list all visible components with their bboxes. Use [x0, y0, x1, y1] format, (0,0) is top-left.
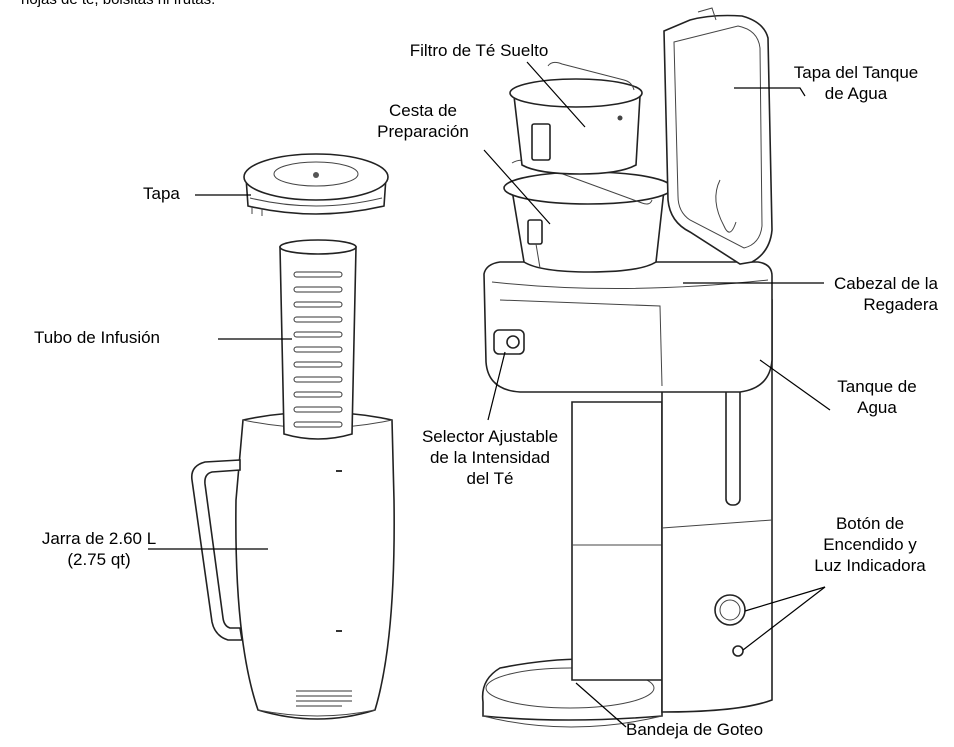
top-note: hojas de té, bolsitas ni frutas. — [21, 0, 215, 8]
label-tanque: Tanque de Agua — [837, 377, 917, 417]
tube-slot — [293, 271, 343, 278]
label-boton: Botón de Encendido y Luz Indicadora — [814, 514, 926, 575]
label-jarra: Jarra de 2.60 L (2.75 qt) — [41, 529, 157, 569]
tea-maker-illustration — [481, 261, 773, 728]
label-tubo: Tubo de Infusión — [34, 328, 161, 347]
tube-slot — [293, 346, 343, 353]
tube-slot — [293, 316, 343, 323]
label-selector: Selector Ajustable de la Intensidad del … — [421, 427, 559, 488]
tube-slot — [293, 406, 343, 413]
brew-basket-illustration — [503, 159, 673, 273]
label-cesta: Cesta de Preparación — [377, 101, 469, 141]
label-filtro: Filtro de Té Suelto — [409, 41, 549, 60]
leader-lines — [148, 61, 831, 728]
tube-slot — [293, 286, 343, 293]
label-cabezal: Cabezal de la Regadera — [834, 274, 938, 314]
tube-slot — [293, 331, 343, 338]
label-bandeja: Bandeja de Goteo — [626, 720, 764, 739]
tube-slot — [293, 376, 343, 383]
tube-slot — [293, 301, 343, 308]
pitcher-lid-illustration — [243, 153, 389, 216]
tea-filter-illustration — [509, 61, 643, 175]
tube-slot — [293, 421, 343, 428]
label-tapa: Tapa — [143, 184, 180, 203]
label-tapa-tanque: Tapa del Tanque de Agua — [793, 63, 919, 103]
infusion-tube-illustration — [279, 239, 357, 440]
tube-slot — [293, 391, 343, 398]
tube-slot — [293, 361, 343, 368]
water-tank-lid-illustration — [663, 7, 773, 265]
pitcher-illustration — [190, 411, 395, 720]
